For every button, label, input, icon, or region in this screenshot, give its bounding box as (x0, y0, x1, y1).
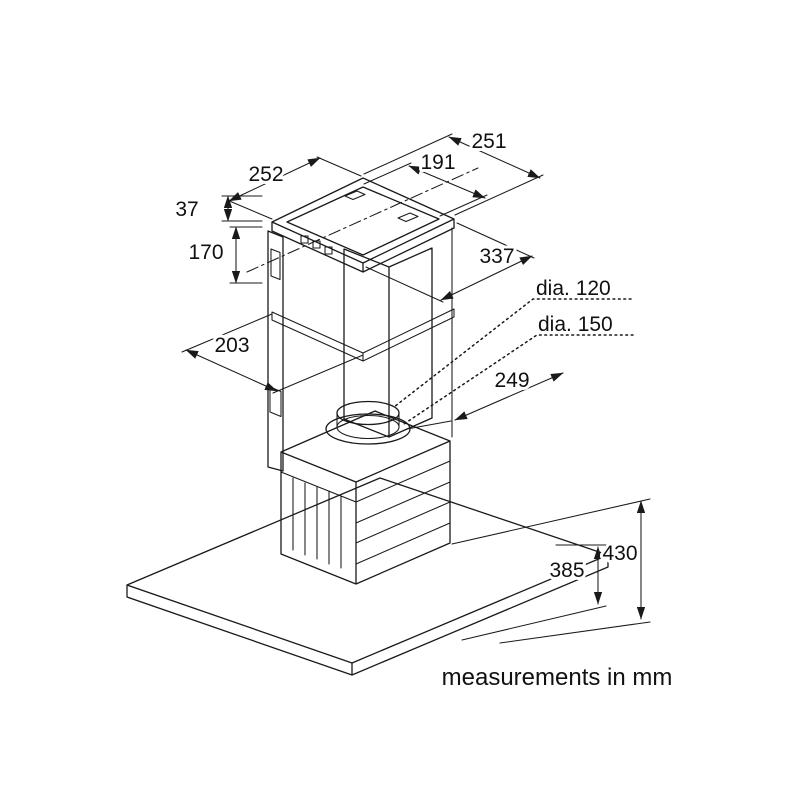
dim-label-337: 337 (479, 245, 514, 268)
leader-dia-150 (403, 334, 634, 425)
dim-label-191: 191 (420, 151, 455, 174)
leader-dia-120 (393, 298, 632, 408)
vent-slats (292, 477, 342, 569)
dim-385-extensions (461, 544, 607, 641)
frame-cross-members (271, 308, 455, 362)
dimension-lines (181, 133, 651, 644)
dim-191-extensions (363, 162, 488, 217)
dimension-labels: 252 191 251 37 170 337 203 249 dia. 120 … (172, 127, 673, 691)
dim-label-203: 203 (214, 334, 249, 357)
dim-252-extensions (226, 156, 362, 220)
dim-203 (181, 313, 364, 394)
dim-37 (221, 195, 263, 222)
dim-430 (451, 498, 651, 644)
duct-collar-top-ring (336, 400, 400, 426)
dim-label-251: 251 (471, 130, 506, 153)
dim-170-extensions (229, 226, 263, 284)
duct-diameter-leaders (393, 298, 634, 425)
dim-label-dia-150: dia. 150 (538, 313, 613, 336)
duct-collar-inner-ring (336, 414, 400, 440)
dim-251-line (448, 136, 541, 179)
dim-252-line (228, 157, 321, 202)
dim-label-385: 385 (549, 559, 584, 582)
dim-label-dia-120: dia. 120 (536, 277, 611, 300)
dim-249-extensions (406, 420, 452, 430)
hood-body (280, 410, 451, 585)
dim-337 (365, 222, 535, 303)
hood-step-bands (280, 460, 451, 565)
chimney-column (343, 247, 433, 438)
dim-337-line (440, 255, 533, 301)
dim-191 (363, 162, 488, 217)
dim-label-252: 252 (248, 163, 283, 186)
duct-collar-sides (336, 412, 400, 428)
mounting-frame (271, 177, 455, 438)
measurements-note: measurements in mm (442, 664, 673, 691)
dim-385 (461, 544, 607, 641)
dim-251-extensions (363, 133, 544, 216)
duct-collar-outer-ring (325, 413, 411, 445)
hood-body-outline (280, 410, 451, 585)
dim-337-extensions (365, 222, 535, 303)
dim-label-170: 170 (188, 241, 223, 264)
dim-249 (406, 372, 564, 430)
dim-203-extensions (181, 313, 364, 394)
dim-191-line (408, 165, 486, 199)
counter-slab (126, 477, 609, 676)
dim-170 (229, 226, 263, 284)
left-rail-panel (267, 230, 284, 472)
dim-label-37: 37 (175, 198, 198, 221)
dim-249-line (454, 372, 564, 421)
dim-251 (363, 133, 544, 216)
dim-203-line (185, 349, 278, 392)
frame-mount-brackets (300, 190, 419, 255)
chimney-column-outline (343, 247, 433, 438)
left-rail-outline (267, 230, 284, 472)
frame-top-plate (271, 177, 455, 273)
dim-252 (226, 156, 362, 220)
dim-430-extensions (451, 498, 651, 644)
duct-collar (325, 400, 411, 445)
dim-label-430: 430 (602, 542, 637, 565)
dim-label-249: 249 (494, 369, 529, 392)
counter-slab-outline (126, 477, 609, 676)
